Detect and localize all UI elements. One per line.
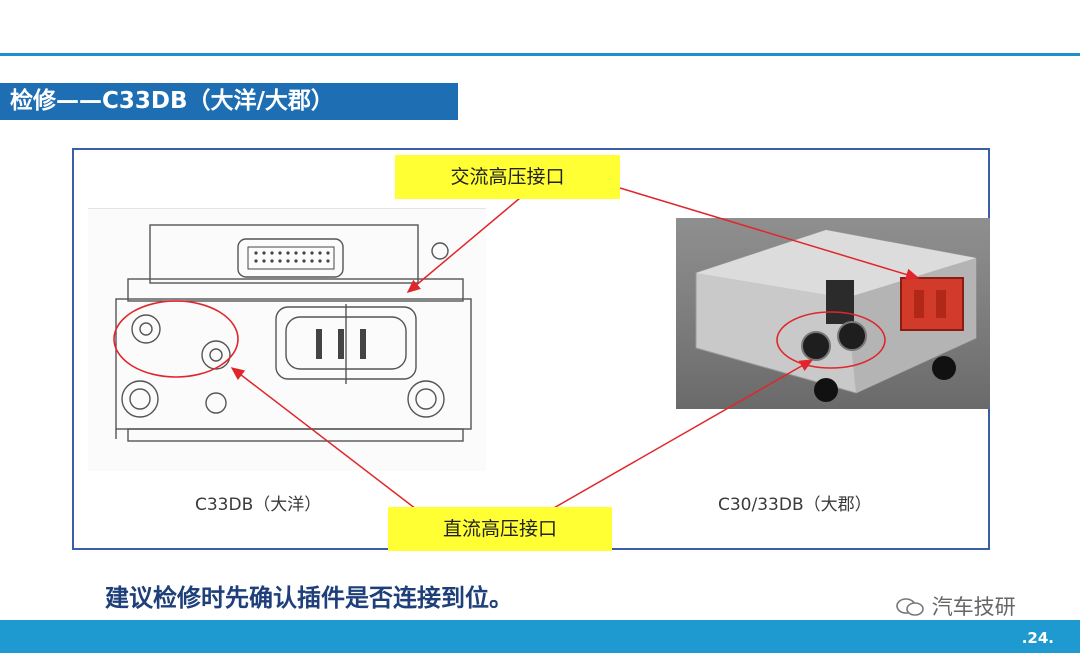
arrow-dc-right: [551, 359, 814, 510]
arrow-ac-left: [406, 197, 521, 293]
arrow-ac-right: [619, 187, 920, 281]
wechat-icon: [895, 595, 932, 619]
left-figure-caption: C33DB（大洋）: [195, 495, 322, 515]
right-figure-caption: C30/33DB（大郡）: [718, 495, 872, 515]
arrow-dc-left: [230, 367, 417, 510]
top-rule: [0, 53, 1080, 56]
watermark-text: 汽车技研: [931, 595, 1016, 619]
c33db-line-drawing: [88, 208, 486, 471]
inspection-note: 建议检修时先确认插件是否连接到位。: [105, 584, 513, 612]
drawing-svg: [113, 224, 472, 442]
ac-port-callout: 交流高压接口: [395, 155, 620, 199]
watermark: 汽车技研: [895, 591, 1016, 621]
page-number: .24.: [1021, 629, 1054, 647]
dc-port-callout: 直流高压接口: [388, 507, 612, 551]
slide-title: 检修——C33DB（大洋/大郡）: [0, 83, 458, 120]
c30-33db-product-photo: [676, 218, 990, 409]
footer-bar: [0, 620, 1080, 653]
